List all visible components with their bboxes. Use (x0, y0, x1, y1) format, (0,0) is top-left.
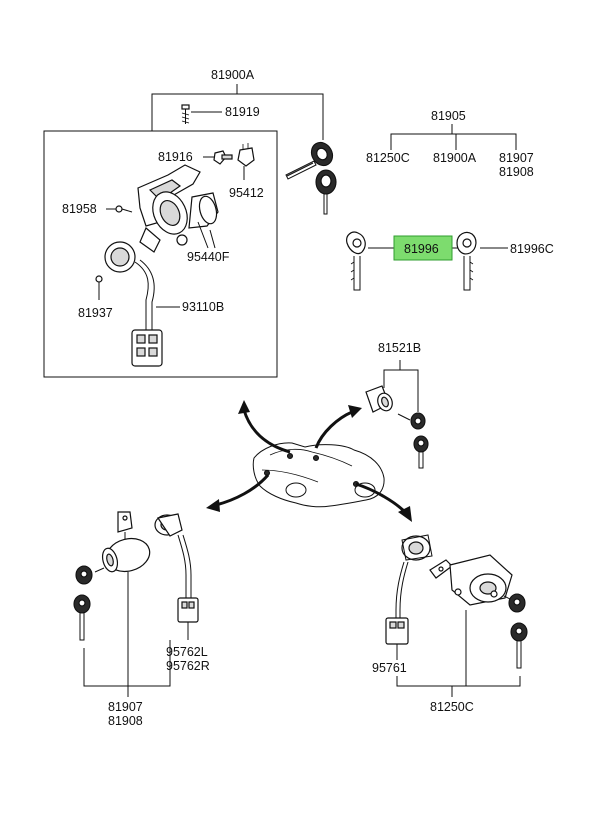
label-95412: 95412 (229, 186, 264, 200)
wiring-93110B-icon (104, 241, 180, 367)
ignition-assembly-box (43, 130, 278, 378)
key-set-81905-group (390, 124, 517, 150)
blank-key-icon (452, 231, 508, 291)
blank-key-icon (346, 231, 394, 291)
label-81996: 81996 (404, 242, 439, 256)
label-81521B: 81521B (378, 341, 421, 355)
label-93110B: 93110B (182, 300, 224, 314)
label-81919: 81919 (225, 105, 260, 119)
label-81900A-top: 81900A (211, 68, 255, 82)
vehicle-outline-icon (252, 442, 385, 508)
label-81907-bot: 81907 (108, 700, 143, 714)
pointer-arrow-icon (355, 482, 412, 522)
part-labels: 81900A 81919 81905 81250C 81900A 81907 8… (62, 68, 554, 728)
highlight-box (393, 235, 453, 261)
screw-81919-icon (181, 104, 222, 124)
key-pair-icon (285, 141, 337, 215)
screw-81937-icon (95, 275, 103, 300)
trunk-lock-cylinder-icon (365, 360, 429, 469)
pointer-arrow-icon (314, 405, 362, 449)
label-95761: 95761 (372, 661, 407, 675)
label-81250C-top: 81250C (366, 151, 410, 165)
label-81908-top: 81908 (499, 165, 534, 179)
screw-81958-icon (106, 205, 133, 213)
label-81908-bot: 81908 (108, 714, 143, 728)
door-lock-cylinder-icon (73, 511, 199, 697)
label-81907-top: 81907 (499, 151, 534, 165)
label-81905: 81905 (431, 109, 466, 123)
pointer-arrow-icon (206, 474, 270, 512)
pointer-arrow-icon (238, 400, 291, 454)
label-95440F: 95440F (187, 250, 230, 264)
switch-95412-icon (203, 143, 255, 180)
label-81958: 81958 (62, 202, 97, 216)
label-81996C: 81996C (510, 242, 554, 256)
label-95762R: 95762R (166, 659, 210, 673)
ignition-lock-assembly-group (43, 84, 324, 378)
label-81916: 81916 (158, 150, 193, 164)
ignition-lock-body-icon (137, 164, 219, 253)
label-95762L: 95762L (166, 645, 208, 659)
label-81900A-sub: 81900A (433, 151, 477, 165)
label-81937: 81937 (78, 306, 113, 320)
tailgate-lock-cylinder-icon (385, 534, 528, 697)
label-81250C-bot: 81250C (430, 700, 474, 714)
